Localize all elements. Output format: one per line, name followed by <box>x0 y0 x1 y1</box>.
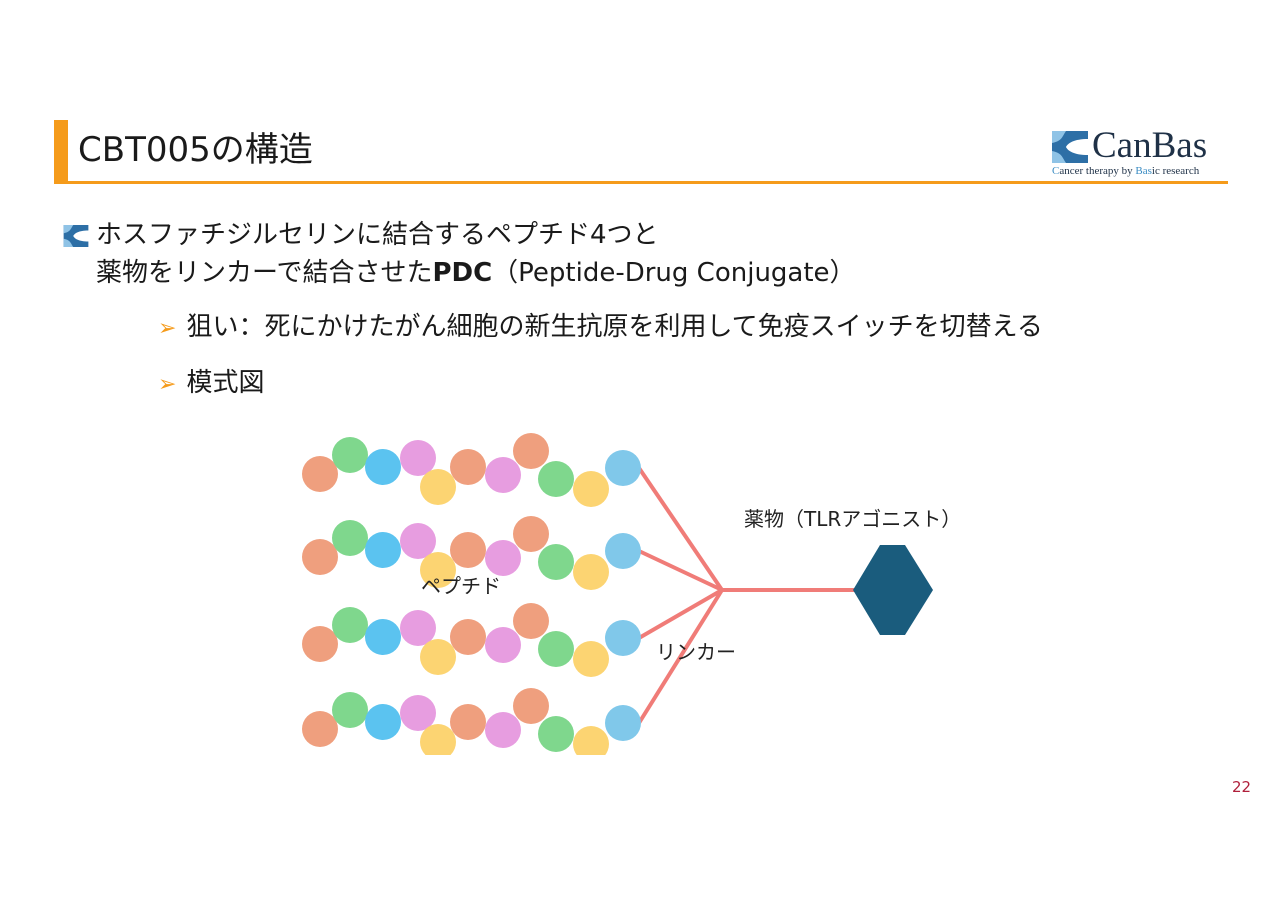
peptide-bead <box>302 626 338 662</box>
peptide-bead <box>400 610 436 646</box>
peptide-chain <box>302 516 641 590</box>
peptide-bead <box>365 532 401 568</box>
peptide-bead <box>573 641 609 677</box>
peptide-bead <box>538 716 574 752</box>
canbas-logo-wordmark: CanBas <box>1092 125 1208 166</box>
peptide-bead <box>573 554 609 590</box>
peptide-label: ペプチド <box>421 574 501 598</box>
main-bullet-line1: ホスファチジルセリンに結合するペプチド4つと <box>96 220 659 250</box>
linker-label: リンカー <box>656 640 736 664</box>
peptide-bead <box>485 540 521 576</box>
peptide-bead <box>605 620 641 656</box>
peptide-bead <box>605 533 641 569</box>
peptide-bead <box>538 544 574 580</box>
peptide-bead <box>332 607 368 643</box>
peptide-bead <box>420 724 456 755</box>
peptide-bead <box>420 469 456 505</box>
pdc-schematic-diagram <box>302 433 933 755</box>
drug-hexagon <box>853 545 933 635</box>
linker-line <box>637 466 724 592</box>
peptide-bead <box>573 471 609 507</box>
peptide-bead <box>513 516 549 552</box>
peptide-bead <box>513 433 549 469</box>
peptide-bead <box>400 523 436 559</box>
linker-lines <box>637 466 855 725</box>
sub-bullet-diagram: ➢模式図 <box>158 368 265 398</box>
arrow-bullet-icon: ➢ <box>158 316 177 341</box>
peptide-bead <box>513 603 549 639</box>
peptide-chains <box>302 433 641 755</box>
peptide-bead <box>332 437 368 473</box>
peptide-bead <box>450 619 486 655</box>
peptide-bead <box>605 450 641 486</box>
peptide-bead <box>365 449 401 485</box>
peptide-bead <box>485 712 521 748</box>
peptide-bead <box>573 726 609 755</box>
peptide-bead <box>332 520 368 556</box>
canbas-logo-tagline: Cancer therapy by Basic research <box>1052 165 1200 177</box>
peptide-chain <box>302 603 641 677</box>
peptide-bead <box>450 449 486 485</box>
peptide-bead <box>485 627 521 663</box>
page-number: 22 <box>1232 778 1252 796</box>
bullet-logo-icon <box>63 225 89 247</box>
peptide-bead <box>450 532 486 568</box>
peptide-bead <box>332 692 368 728</box>
canbas-logo-icon <box>1052 131 1088 163</box>
peptide-bead <box>302 539 338 575</box>
peptide-bead <box>538 631 574 667</box>
peptide-bead <box>605 705 641 741</box>
title-accent-bar <box>54 120 68 184</box>
linker-line <box>638 549 723 592</box>
peptide-bead <box>538 461 574 497</box>
peptide-bead <box>450 704 486 740</box>
peptide-bead <box>513 688 549 724</box>
sub-bullet-aim: ➢狙い：死にかけたがん細胞の新生抗原を利用して免疫スイッチを切替える <box>158 312 1043 342</box>
main-bullet-line2: 薬物をリンカーで結合させたPDC（Peptide-Drug Conjugate） <box>96 258 856 288</box>
peptide-bead <box>420 639 456 675</box>
peptide-chain <box>302 433 641 507</box>
peptide-chain <box>302 688 641 755</box>
peptide-bead <box>302 711 338 747</box>
peptide-bead <box>400 695 436 731</box>
peptide-bead <box>400 440 436 476</box>
pdc-term: PDC <box>432 258 493 288</box>
main-bullet: ホスファチジルセリンに結合するペプチド4つと 薬物をリンカーで結合させたPDC（… <box>96 216 856 292</box>
linker-line <box>637 588 724 725</box>
title-divider <box>54 181 1228 184</box>
peptide-bead <box>302 456 338 492</box>
arrow-bullet-icon: ➢ <box>158 372 177 397</box>
linker-line <box>637 588 724 640</box>
peptide-bead <box>485 457 521 493</box>
drug-label: 薬物（TLRアゴニスト） <box>744 507 962 531</box>
peptide-bead <box>365 619 401 655</box>
peptide-bead <box>365 704 401 740</box>
page-title: CBT005の構造 <box>78 130 313 170</box>
peptide-bead <box>420 552 456 588</box>
